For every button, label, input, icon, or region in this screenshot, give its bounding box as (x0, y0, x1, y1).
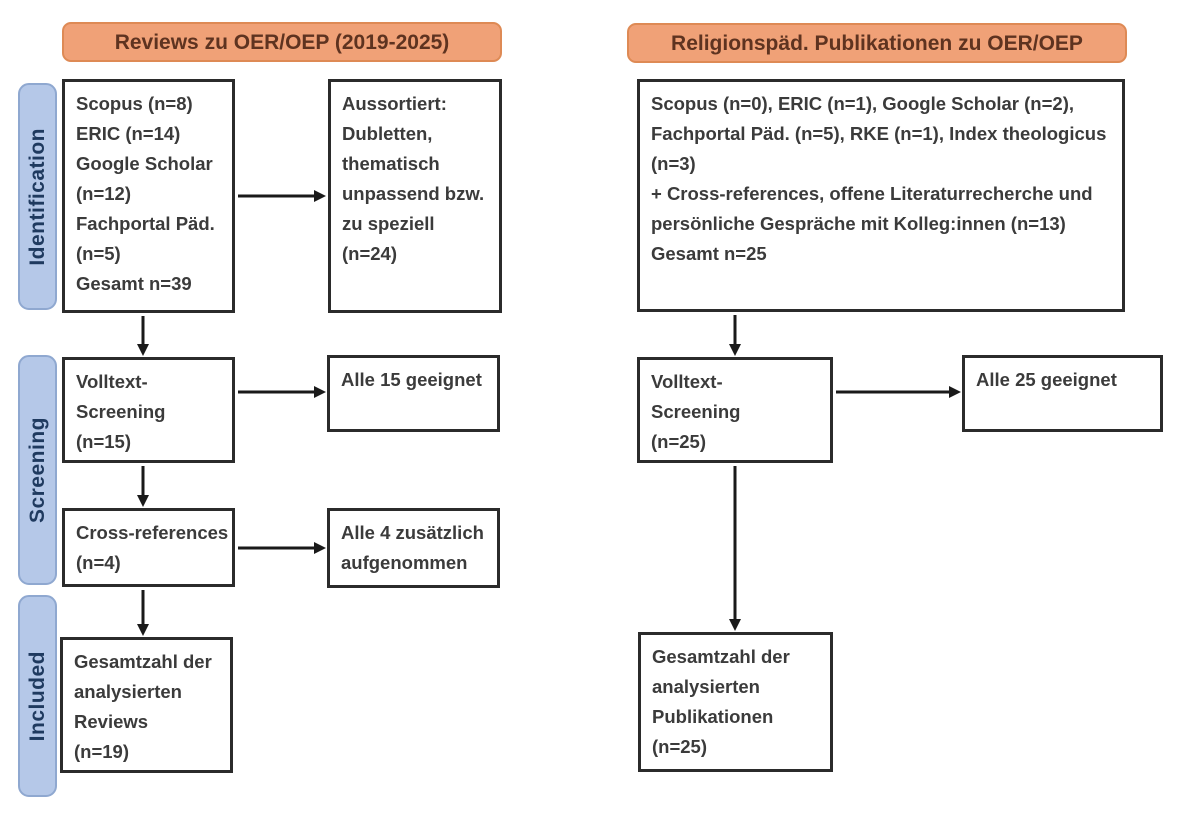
box-reviews-fulltext-screening: Volltext- Screening (n=15) (62, 357, 235, 463)
stage-label-identification: Identification (18, 83, 57, 310)
box-relpaed-sources: Scopus (n=0), ERIC (n=1), Google Scholar… (637, 79, 1125, 312)
column-header-religionspaed: Religionspäd. Publikationen zu OER/OEP (627, 23, 1127, 63)
box-reviews-fulltext-result: Alle 15 geeignet (327, 355, 500, 432)
stage-label-included: Included (18, 595, 57, 797)
box-reviews-crossreferences: Cross-references (n=4) (62, 508, 235, 587)
box-relpaed-fulltext-result: Alle 25 geeignet (962, 355, 1163, 432)
stage-label-screening: Screening (18, 355, 57, 585)
box-reviews-sources: Scopus (n=8) ERIC (n=14) Google Scholar … (62, 79, 235, 313)
box-reviews-total: Gesamtzahl der analysierten Reviews (n=1… (60, 637, 233, 773)
stage-label-identification-text: Identification (25, 127, 49, 266)
box-reviews-crossref-result: Alle 4 zusätzlich aufgenommen (327, 508, 500, 588)
stage-label-screening-text: Screening (25, 416, 49, 524)
box-relpaed-fulltext-screening: Volltext- Screening (n=25) (637, 357, 833, 463)
stage-label-included-text: Included (25, 650, 49, 742)
box-relpaed-total: Gesamtzahl der analysierten Publikatione… (638, 632, 833, 772)
column-header-reviews: Reviews zu OER/OEP (2019-2025) (62, 22, 502, 62)
box-reviews-excluded: Aussortiert: Dubletten, thematisch unpas… (328, 79, 502, 313)
